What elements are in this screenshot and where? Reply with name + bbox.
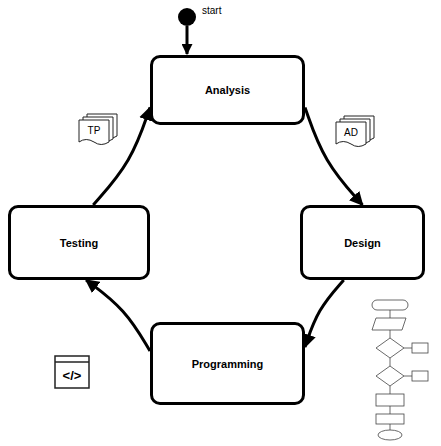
box-label: Programming [192, 358, 264, 370]
process-box: Programming [150, 322, 305, 405]
process-box: Design [300, 205, 425, 280]
box-label: Analysis [205, 84, 250, 96]
box-label: Testing [60, 237, 98, 249]
document-icon [336, 116, 374, 147]
start-arrow [186, 26, 189, 54]
flow-arrow [305, 280, 344, 347]
flowchart-picture [372, 300, 428, 440]
document-code: AD [344, 128, 358, 138]
flow-arrow [305, 108, 363, 206]
flow-arrow [93, 108, 150, 206]
start-label: start [202, 6, 221, 16]
box-label: Design [344, 237, 381, 249]
start-dot [178, 8, 196, 26]
code-symbol: </> [63, 369, 82, 382]
document-icon [79, 114, 117, 145]
document-code: TP [88, 126, 101, 136]
code-icon [55, 356, 89, 388]
process-box: Testing [8, 205, 150, 280]
flow-arrow [86, 280, 150, 351]
process-box: Analysis [150, 55, 305, 125]
